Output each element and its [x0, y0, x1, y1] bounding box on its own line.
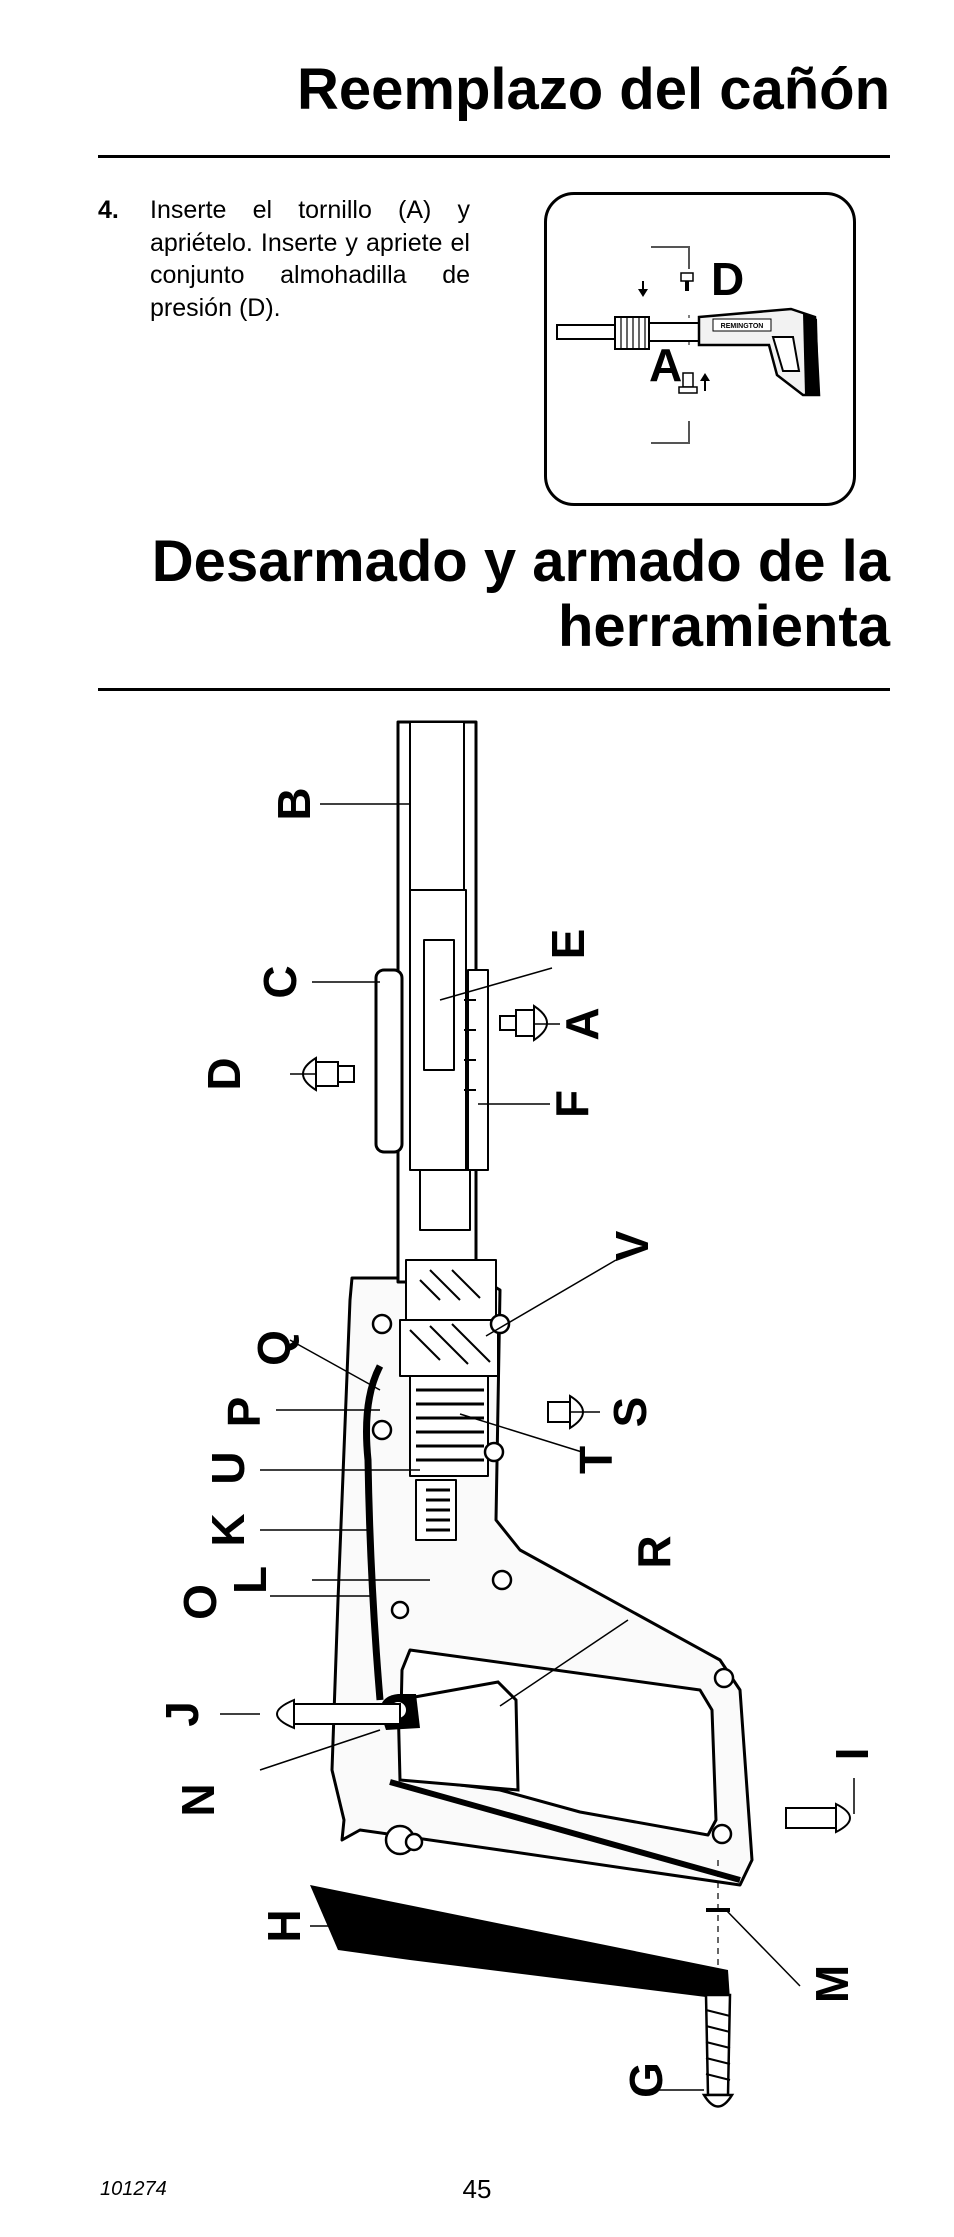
document-code: 101274 — [100, 2178, 167, 2200]
label-r: R — [628, 1535, 680, 1568]
inset-illustration: REMINGTON D A — [544, 192, 856, 506]
label-j: J — [156, 1701, 208, 1727]
label-m: M — [806, 1965, 858, 2003]
label-d: D — [711, 253, 744, 305]
label-a: A — [556, 1007, 608, 1040]
label-n: N — [172, 1783, 224, 1816]
label-d: D — [198, 1057, 250, 1090]
step-text: Inserte el tornillo (A) y apriételo. Ins… — [150, 196, 470, 322]
label-q: Q — [248, 1330, 300, 1366]
label-e: E — [542, 929, 594, 960]
section-title-line1: Desarmado y armado de la — [151, 529, 890, 594]
page-number: 45 — [462, 2174, 492, 2204]
section-title-line2: herramienta — [557, 593, 890, 659]
label-f: F — [546, 1090, 598, 1118]
label-o: O — [174, 1584, 226, 1620]
label-s: S — [604, 1397, 656, 1428]
title-rule — [98, 155, 890, 158]
label-b: B — [268, 787, 320, 820]
section-title-disassembly: Desarmado y armado de la herramienta — [151, 529, 890, 660]
label-h: H — [258, 1909, 310, 1942]
label-u: U — [202, 1451, 254, 1484]
label-v: V — [606, 1230, 658, 1261]
label-p: P — [218, 1397, 270, 1428]
label-g: G — [620, 2062, 672, 2098]
step-number: 4. — [98, 196, 119, 224]
label-a: A — [649, 339, 682, 391]
title-rule-2 — [98, 688, 890, 691]
label-k: K — [202, 1513, 254, 1546]
brand-label: REMINGTON — [721, 323, 764, 330]
section-title-barrel-replacement: Reemplazo del cañón — [296, 57, 890, 122]
label-t: T — [570, 1446, 622, 1474]
step-4: 4. Inserte el tornillo (A) y apriételo. … — [98, 194, 470, 324]
label-i: I — [826, 1748, 878, 1761]
label-c: C — [254, 965, 306, 998]
label-l: L — [224, 1566, 276, 1594]
exploded-diagram: B C D E A F V Q P S T U K R L O J I N H … — [80, 700, 880, 2125]
